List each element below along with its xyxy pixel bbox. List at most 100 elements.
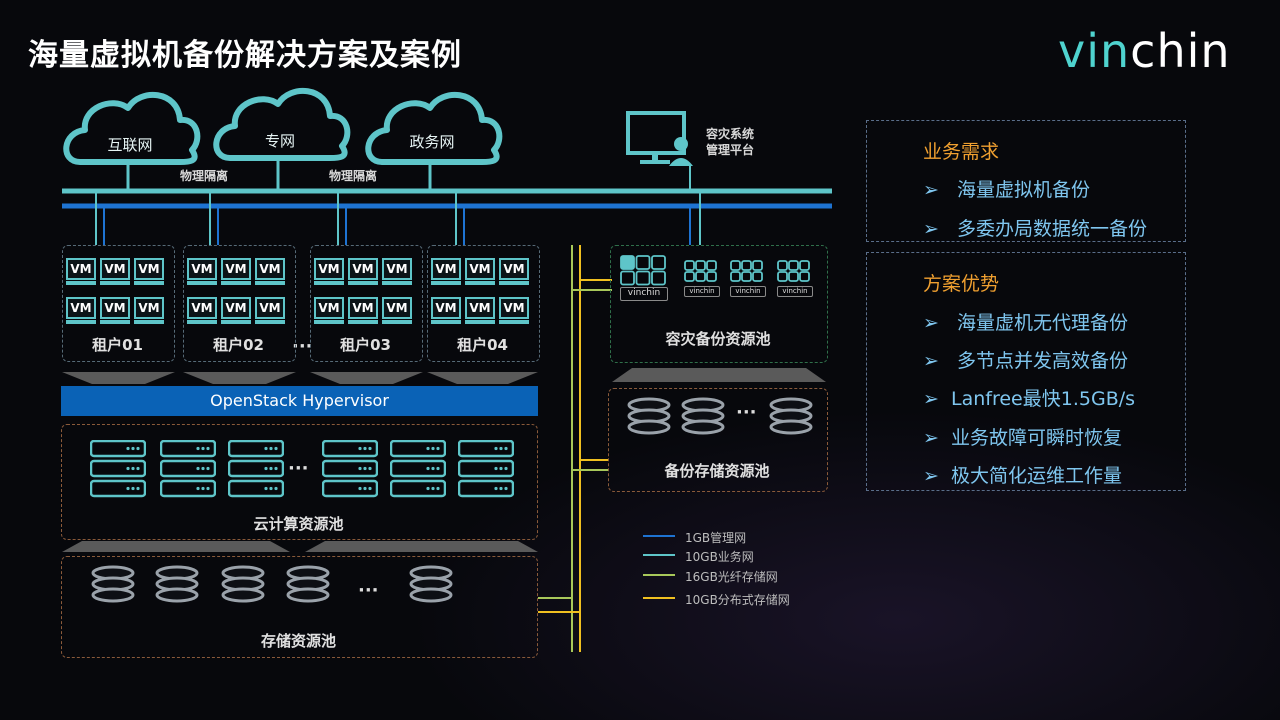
compute-ellipsis: ··· [288,458,309,479]
legend-item-mgmt: 1GB管理网 [685,531,747,545]
vm-icon: VM [221,258,251,280]
vm-base [314,281,344,285]
cloud-label-private-net: 专网 [264,132,295,150]
vm-base [382,281,412,285]
vm-icon: VM [134,258,164,280]
cloud-label-gov-net: 政务网 [409,133,455,151]
tenant-label: 租户02 [213,336,264,354]
vm-base [187,281,217,285]
tenant-box [183,245,296,362]
advantages-item-5: ➢ 极大简化运维工作量 [923,465,1123,487]
advantages-item-3: ➢ Lanfree最快1.5GB/s [923,388,1136,410]
vm-icon: VM [255,297,285,319]
vm-base [221,320,251,324]
dr-platform-label: 容灾系统 管理平台 [706,127,755,157]
dr-backup-pool-label: 容灾备份资源池 [665,330,771,348]
advantages-item-2: ➢ 多节点并发高效备份 [923,350,1129,372]
vm-base [66,281,96,285]
advantages-item-1: ➢ 海量虚机无代理备份 [923,312,1129,334]
tenant-box [310,245,423,362]
storage-ellipsis: ··· [358,580,379,601]
tenant-label: 租户03 [340,336,391,354]
vm-icon: VM [431,258,461,280]
vm-base [314,320,344,324]
cloud-label-internet: 互联网 [107,136,153,154]
backup-storage-pool [608,388,828,492]
tenant-box [62,245,175,362]
vm-base [221,281,251,285]
storage-pool [61,556,538,658]
advantages-item-4: ➢ 业务故障可瞬时恢复 [923,427,1123,449]
vm-base [134,320,164,324]
tenant-label: 租户04 [457,336,508,354]
vm-icon: VM [100,297,130,319]
vm-base [465,320,495,324]
database-icon [91,565,135,603]
tenant-box [427,245,540,362]
server-icon [322,440,378,498]
advantages-panel: 方案优势 ➢ 海量虚机无代理备份 ➢ 多节点并发高效备份 ➢ Lanfree最快… [866,252,1186,491]
vm-base [499,281,529,285]
vm-icon: VM [348,258,378,280]
server-icon [90,440,146,498]
vm-base [465,281,495,285]
isolation-label-2: 物理隔离 [329,169,378,183]
database-icon [286,565,330,603]
vm-icon: VM [431,297,461,319]
vm-icon: VM [314,258,344,280]
cloud-icon-internet [63,91,201,165]
vm-base [255,281,285,285]
requirements-item-1: ➢ 海量虚拟机备份 [923,179,1091,201]
requirements-panel: 业务需求 ➢ 海量虚拟机备份 ➢ 多委办局数据统一备份 [866,120,1186,242]
vm-base [431,320,461,324]
server-icon [458,440,514,498]
advantages-title: 方案优势 [923,273,1000,295]
vm-icon: VM [465,297,495,319]
isolation-label-1: 物理隔离 [180,169,229,183]
node-brand-label: vinchin [684,286,720,297]
vm-icon: VM [66,297,96,319]
cloud-icon-private-net [213,87,351,161]
database-icon [155,565,199,603]
vm-icon: VM [499,297,529,319]
server-icon [160,440,216,498]
vm-base [100,281,130,285]
requirements-title: 业务需求 [923,141,1000,163]
vm-icon: VM [499,258,529,280]
vm-base [134,281,164,285]
database-icon [769,397,813,435]
vm-icon: VM [100,258,130,280]
requirements-item-2: ➢ 多委办局数据统一备份 [923,218,1148,240]
vm-base [348,281,378,285]
legend-item-dist-storage: 10GB分布式存储网 [685,593,790,607]
node-brand-label: vinchin [620,287,668,301]
database-icon [409,565,453,603]
compute-pool [61,424,538,540]
server-icon [390,440,446,498]
tenant-label: 租户01 [92,336,143,354]
vm-icon: VM [221,297,251,319]
legend-item-fc-storage: 16GB光纤存储网 [685,570,778,584]
vm-base [348,320,378,324]
vm-base [499,320,529,324]
backup-node-icon [777,260,810,282]
backup-storage-pool-label: 备份存储资源池 [664,462,770,480]
vinchin-logo: vinchin [1058,24,1231,78]
legend-item-business: 10GB业务网 [685,550,754,564]
vm-icon: VM [187,258,217,280]
database-icon [627,397,671,435]
vm-base [255,320,285,324]
backup-node-icon [684,260,717,282]
vm-icon: VM [66,258,96,280]
vm-base [382,320,412,324]
backup-node-icon [730,260,763,282]
vm-base [431,281,461,285]
vm-icon: VM [255,258,285,280]
backup-storage-ellipsis: ··· [736,402,757,423]
node-brand-label: vinchin [777,286,813,297]
compute-pool-label: 云计算资源池 [253,515,344,533]
vm-icon: VM [314,297,344,319]
openstack-hypervisor-bar: OpenStack Hypervisor [61,386,538,416]
vm-icon: VM [382,258,412,280]
